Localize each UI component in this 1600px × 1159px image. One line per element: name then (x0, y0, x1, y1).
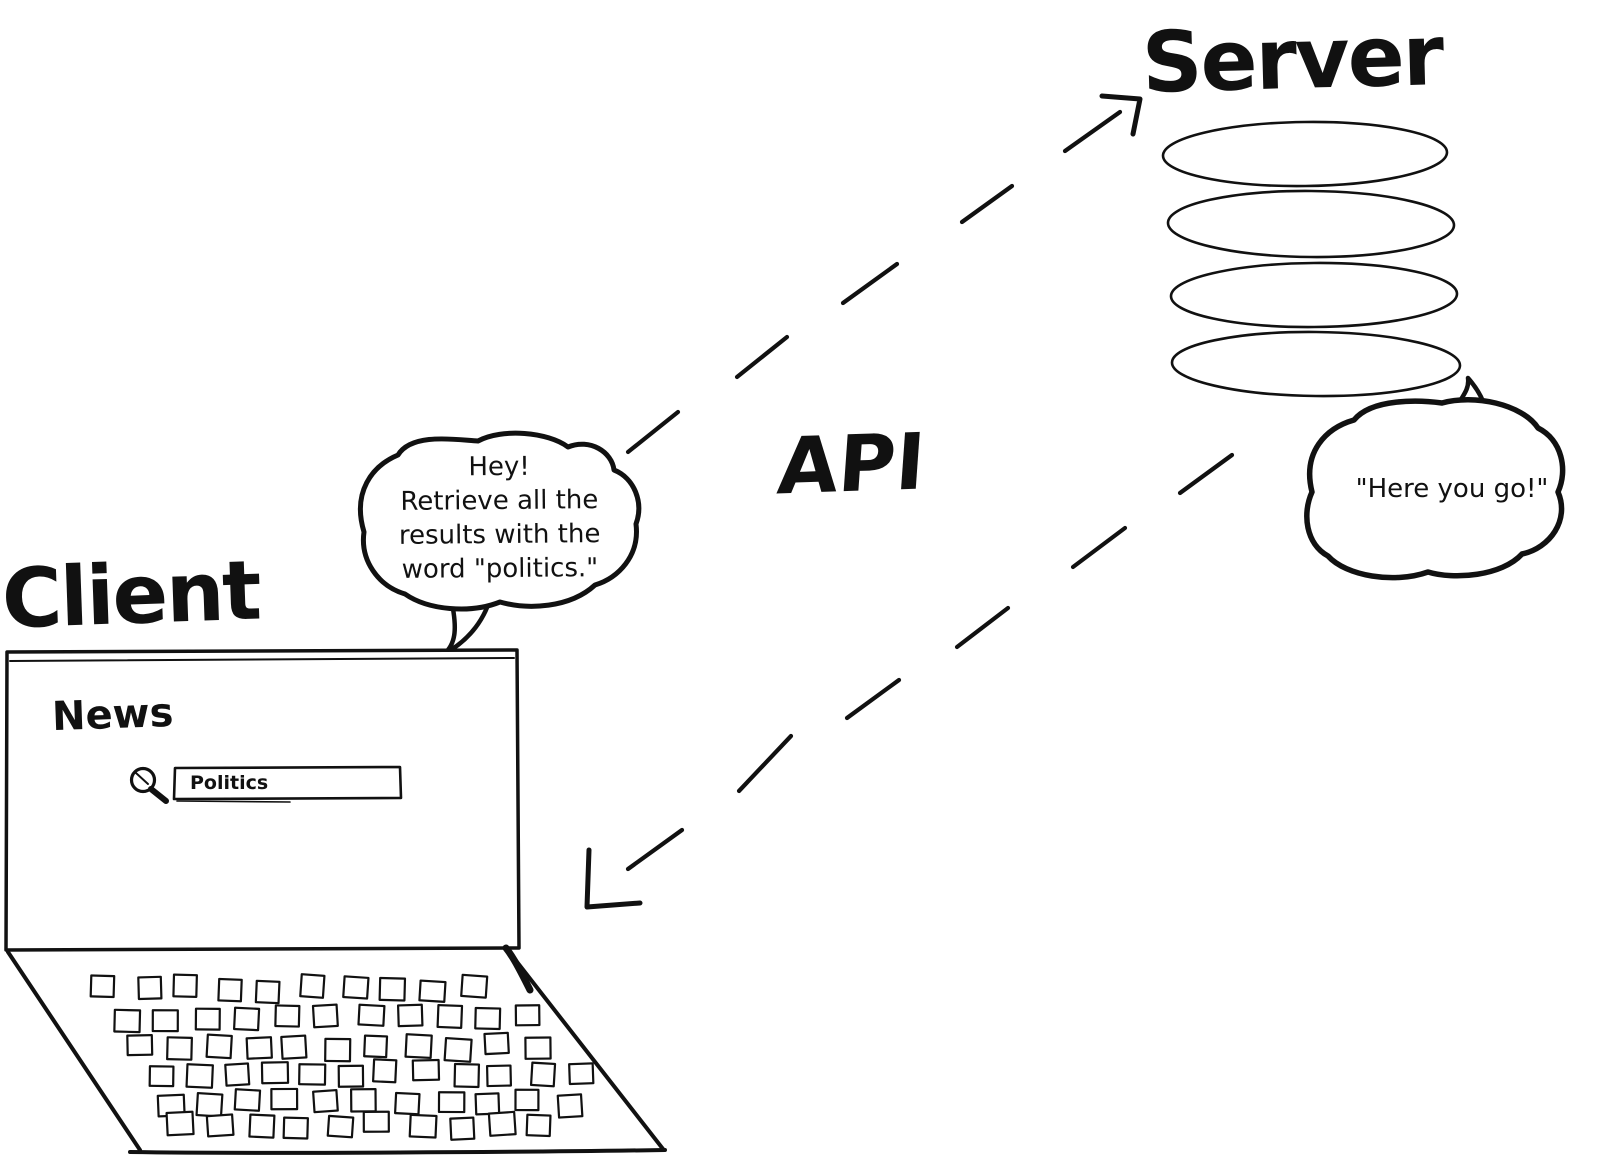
request-bubble-line: results with the (398, 519, 601, 551)
keyboard-key (362, 1110, 390, 1133)
keyboard-key (404, 1033, 433, 1060)
server-stack (1161, 120, 1462, 398)
request-bubble-line: word "politics." (401, 553, 599, 585)
keyboard-key (529, 1061, 557, 1088)
response-bubble-body (1304, 397, 1566, 581)
keyboard-key (205, 1113, 235, 1138)
server-label: Server (1140, 6, 1444, 112)
keyboard-key (487, 1110, 517, 1137)
keyboard-key (194, 1007, 221, 1031)
server-disk (1166, 189, 1456, 259)
keyboard-key (514, 1004, 541, 1027)
keyboard-key (195, 1091, 224, 1118)
keyboard-key (137, 975, 163, 1001)
keyboard-key (474, 1006, 502, 1031)
keyboard-key (483, 1031, 510, 1056)
keyboard-key (474, 1092, 501, 1116)
keyboard-key (245, 1036, 273, 1060)
keyboard-key (342, 975, 370, 1000)
keyboard-key (254, 979, 281, 1005)
keyboard-key (260, 1061, 290, 1085)
server-disk (1170, 330, 1462, 398)
api-label: API (774, 417, 928, 513)
keyboard-key (357, 1003, 386, 1027)
keyboard-key (280, 1034, 308, 1060)
keyboard-key (89, 974, 116, 999)
request-bubble-line: Retrieve all the (400, 485, 599, 517)
request-arrow (625, 93, 1143, 455)
response-arrowhead-icon (584, 847, 643, 910)
search-input[interactable]: Politics (190, 772, 269, 794)
keyboard-key (363, 1034, 389, 1059)
keyboard-key (436, 1003, 464, 1029)
request-bubble-text: Hey! Retrieve all the results with the w… (371, 449, 627, 587)
request-arrowhead-icon (1099, 93, 1143, 137)
keyboard-key (556, 1093, 584, 1119)
keyboard-key (443, 1036, 473, 1063)
keyboard-key (113, 1008, 142, 1034)
keyboard-key (396, 1003, 424, 1028)
request-bubble-line: Hey! (468, 451, 530, 483)
keyboard-key (299, 973, 326, 999)
keyboard-key (514, 1088, 540, 1112)
keyboard-key (437, 1091, 466, 1114)
request-bubble-body (357, 430, 642, 612)
keyboard-key (460, 973, 489, 999)
keyboard-key (298, 1063, 327, 1086)
keyboard-key (282, 1116, 309, 1140)
laptop-keyboard (6, 944, 667, 1155)
keyboard-key (326, 1114, 355, 1139)
server-disk (1169, 261, 1459, 329)
keyboard-key (312, 1089, 339, 1114)
keyboard-key (148, 1065, 175, 1088)
keyboard-key (408, 1113, 438, 1139)
request-bubble (357, 430, 642, 657)
keyboard-key (324, 1037, 352, 1063)
keyboard-key (165, 1110, 195, 1137)
response-bubble-text: "Here you go!" (1355, 474, 1549, 504)
keyboard-key (232, 1006, 261, 1032)
keyboard-key (233, 1088, 262, 1112)
keyboard-key (418, 979, 447, 1003)
keyboard-key (172, 973, 198, 998)
keyboard-key (485, 1064, 513, 1088)
response-arrow (584, 452, 1235, 910)
keyboard-key (270, 1087, 299, 1111)
response-bubble (1304, 375, 1566, 581)
keyboard-key (248, 1113, 276, 1139)
client-label: Client (0, 543, 262, 648)
keyboard-key (393, 1091, 421, 1116)
keyboard-key (524, 1036, 552, 1060)
keyboard-key (525, 1113, 552, 1138)
keyboard-key (449, 1116, 476, 1141)
laptop-screen (4, 648, 521, 952)
keyboard-key (350, 1087, 377, 1113)
keyboard-key (217, 977, 243, 1003)
keyboard-key (151, 1009, 179, 1033)
server-disk (1161, 120, 1449, 188)
search-box (172, 765, 403, 801)
laptop (4, 648, 667, 1155)
keyboard-key (126, 1034, 154, 1057)
keyboard-key (185, 1063, 214, 1089)
keyboard-key (205, 1033, 233, 1060)
keyboard-key (453, 1062, 481, 1089)
keyboard-key (371, 1058, 398, 1084)
keyboard-key (274, 1004, 301, 1028)
keyboard-key (568, 1062, 595, 1086)
keyboard-key (337, 1064, 365, 1088)
keyboard-key (411, 1058, 441, 1082)
keyboard-key (224, 1062, 251, 1087)
magnifier-icon (129, 766, 169, 804)
keyboard-key (166, 1036, 193, 1061)
keyboard-key (378, 976, 407, 1002)
news-heading: News (51, 689, 175, 741)
keyboard-key (311, 1003, 339, 1029)
